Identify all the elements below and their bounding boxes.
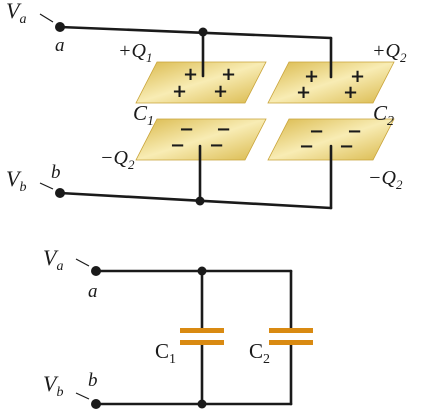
- node-b-label-schem: b: [88, 370, 98, 391]
- c2-minus-sign: −: [299, 136, 314, 157]
- node-a-label-schem: a: [88, 281, 98, 302]
- c2-plus-sign: +: [304, 66, 319, 87]
- c2-label-top: C2: [373, 101, 394, 129]
- c2-minus-sign: −: [347, 121, 362, 142]
- va-leader-top: [39, 13, 54, 23]
- c2-label-schem: C2: [249, 339, 270, 367]
- c2-top-plate: [267, 61, 395, 104]
- c1-plus-sign: +: [183, 64, 198, 85]
- node-b-schem: [91, 399, 101, 409]
- c2-plus-sign: +: [350, 66, 365, 87]
- c1-plus-sign: +: [221, 64, 236, 85]
- c1-minus-sign: −: [216, 119, 231, 140]
- c1-bottom-charge-label: −Q2: [100, 147, 135, 172]
- node-a-schem: [91, 266, 101, 276]
- node-a-top: [55, 22, 65, 32]
- c1-plus-sign: +: [172, 81, 187, 102]
- c2-top-charge-label: +Q2: [372, 40, 407, 65]
- c1-minus-sign: −: [170, 135, 185, 156]
- c2-minus-sign: −: [309, 121, 324, 142]
- junction-bottom: [195, 196, 205, 206]
- vb-label-top: Vb: [6, 166, 26, 195]
- vb-leader-schem: [75, 392, 90, 400]
- bottom-schematic: Va a Vb b C1 C2: [43, 245, 313, 409]
- va-label-schem: Va: [43, 245, 63, 274]
- c1-bottom-plate: [135, 118, 267, 161]
- node-a-label-top: a: [55, 35, 65, 56]
- c2-bottom-charge-label: −Q2: [368, 167, 403, 192]
- c1-plus-sign: +: [213, 81, 228, 102]
- junction-schem-top: [197, 266, 207, 276]
- c1-label-top: C1: [133, 101, 154, 129]
- c2-bottom-plate: [267, 118, 395, 161]
- c1-label-schem: C1: [155, 339, 176, 367]
- va-leader-schem: [75, 258, 90, 267]
- vb-leader-top: [39, 182, 54, 190]
- node-b-label-top: b: [51, 162, 61, 183]
- va-label-top: Va: [6, 0, 26, 27]
- schem-c1-plate-top: [180, 328, 224, 333]
- c1-minus-sign: −: [179, 119, 194, 140]
- c1-top-charge-label: +Q1: [118, 40, 152, 65]
- schem-c2-plate-top: [269, 328, 313, 333]
- bottom-wire-b: [58, 191, 333, 210]
- c1-minus-sign: −: [209, 135, 224, 156]
- c2-minus-sign: −: [339, 136, 354, 157]
- c2-plus-sign: +: [296, 82, 311, 103]
- vb-label-schem: Vb: [43, 371, 63, 400]
- node-b-top: [55, 188, 65, 198]
- schem-c2-plate-bottom: [269, 340, 313, 345]
- schem-c1-plate-bottom: [180, 340, 224, 345]
- c1-top-plate: [135, 61, 267, 104]
- top-diagram: Va a Vb b +Q1 +Q2 −Q2 −Q2 C1 C2 + + + +: [6, 0, 407, 210]
- c2-plus-sign: +: [343, 82, 358, 103]
- top-wire-a: [58, 25, 333, 40]
- junction-schem-bottom: [197, 399, 207, 409]
- junction-top: [198, 27, 208, 37]
